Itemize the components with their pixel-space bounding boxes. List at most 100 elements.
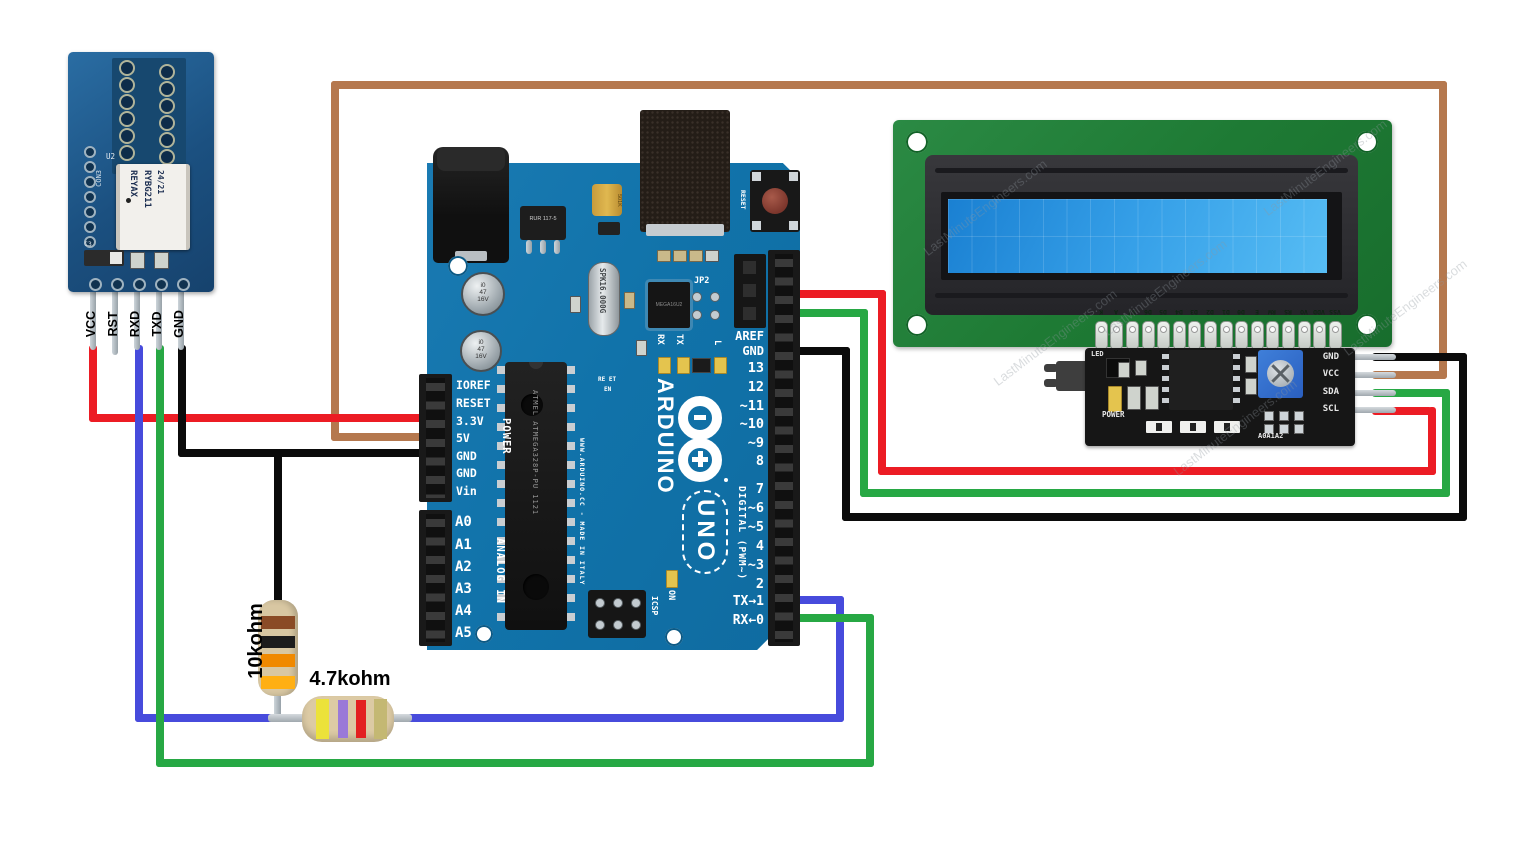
pin-label-12: 12 (747, 379, 764, 395)
wire-rxd-blue (135, 714, 844, 722)
jp2-label: JP2 (694, 276, 710, 286)
wire-scl-red (878, 290, 886, 475)
dip-notch (529, 362, 543, 369)
wire-5v-brown (1439, 81, 1447, 379)
module-rf-chip: REYAX RYBG211 24/21 (116, 164, 190, 250)
crystal: SPK16.000G (588, 262, 620, 336)
module-hole (159, 132, 175, 148)
addr-pad (1294, 411, 1304, 421)
icsp-header (588, 590, 646, 638)
wire-txd-green (156, 759, 874, 767)
backpack-pin-label-gnd: GND (1322, 352, 1339, 362)
band-gold (261, 676, 295, 689)
wire-sda-green (1442, 389, 1450, 497)
tx-led (677, 357, 690, 374)
backpack-pin-scl (1338, 407, 1396, 413)
module-hole (119, 94, 135, 110)
mcu-dip-legs (497, 366, 506, 626)
logo-tm-dot (724, 478, 728, 482)
module-pin-label-txd: TXD (150, 311, 164, 337)
icsp-pin (613, 620, 623, 630)
pin-label-9: ~9 (747, 435, 764, 451)
module-pad (155, 278, 168, 291)
pin-label-4: 4 (755, 538, 764, 554)
chip-pins (1233, 354, 1240, 406)
lcd-mount-hole (1356, 131, 1378, 153)
backpack-pin-label-vcc: VCC (1322, 369, 1339, 379)
resistor-4k7 (302, 696, 394, 742)
module-hole (159, 149, 175, 165)
pin-label-vin: Vin (456, 484, 477, 498)
module-pad (133, 278, 146, 291)
lcd-pin (1126, 321, 1139, 350)
btn-pad (789, 172, 798, 181)
icsp-pin (613, 598, 623, 608)
module-side-hole (84, 236, 96, 248)
wire-gnd2-black (842, 513, 1467, 521)
pin-label-3: ~3 (747, 557, 764, 573)
bp-smd (1118, 362, 1130, 378)
wire-scl-red (1372, 407, 1432, 415)
band-brown (261, 616, 295, 629)
module-side-hole (84, 221, 96, 233)
icsp-pin (595, 620, 605, 630)
module-pin-lead (178, 288, 184, 350)
socket (743, 307, 756, 320)
module-hole (119, 60, 135, 76)
lcd-pin (1142, 321, 1155, 350)
bp-smd (1245, 356, 1257, 373)
rx-label: RX (655, 334, 665, 345)
chip-pin1-dot (126, 198, 131, 203)
lcd-bezel (925, 155, 1358, 315)
diode-stripe (110, 252, 122, 264)
lcd-pin (1157, 321, 1170, 350)
l-led-label: L (712, 340, 722, 346)
wire-sda-green (1372, 389, 1450, 397)
module-u2-label: U2 (106, 152, 116, 161)
bp-smd (1145, 386, 1159, 410)
lcd-pin (1173, 321, 1186, 350)
jumper-prong (1044, 364, 1058, 372)
wire-gnd2-black (1459, 353, 1467, 521)
bottom-pad (1146, 421, 1172, 433)
usb-lip (646, 224, 724, 236)
reset-en-label2: EN (604, 386, 612, 393)
lcd-screen (948, 199, 1327, 273)
wire-5v-brown (331, 81, 1447, 89)
smd-cap (673, 250, 687, 262)
analog-header (419, 510, 452, 646)
module-con3-label: CON3 (95, 170, 103, 187)
pin-label-3v3: 3.3V (456, 414, 484, 428)
wire-scl-red (1428, 407, 1436, 475)
module-smd-cap (130, 252, 145, 269)
socket (743, 261, 756, 274)
wire-5v-brown (331, 81, 339, 441)
jp2-via (692, 310, 702, 320)
module-pin-lead (156, 288, 162, 350)
module-hole (119, 77, 135, 93)
rx-led (658, 357, 671, 374)
band-yellow (316, 699, 329, 739)
mount-hole (475, 625, 493, 643)
arduino-logo-ring-minus (678, 396, 722, 440)
backpack-pin-sda (1338, 390, 1396, 396)
icsp-pin (595, 598, 605, 608)
band-orange (261, 654, 295, 667)
smd-cap (636, 340, 647, 356)
module-hole (119, 111, 135, 127)
reset-button (750, 170, 800, 232)
digital-header (768, 250, 800, 646)
backpack-power-label: POWER (1102, 410, 1125, 419)
reset-silk-label: RESET (739, 190, 747, 210)
module-pin-lead (134, 288, 140, 350)
lcd-pin (1110, 321, 1123, 350)
icsp-label: ICSP (650, 596, 659, 616)
module-pin-lead (90, 288, 96, 350)
module-side-hole (84, 161, 96, 173)
uno-label: UNO (692, 499, 719, 565)
lcd-pin (1266, 321, 1279, 350)
bottom-pad (1180, 421, 1206, 433)
addr-pad (1264, 411, 1274, 421)
wire-gnd2-black (797, 347, 850, 355)
lcd-pin-label-vss: VSS (1329, 308, 1341, 316)
